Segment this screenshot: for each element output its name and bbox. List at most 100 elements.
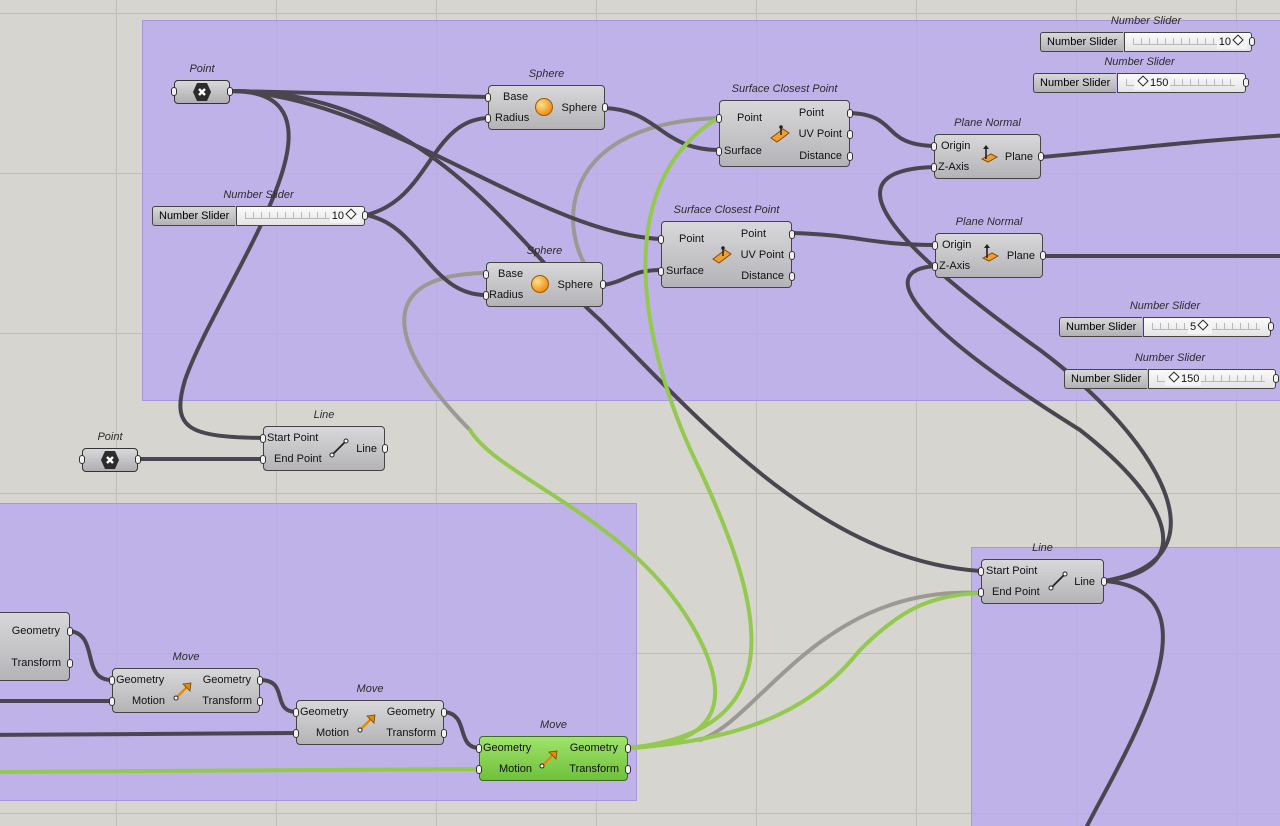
output-grip[interactable] bbox=[789, 230, 795, 239]
output-grip[interactable] bbox=[257, 697, 263, 706]
surface-closest-point-component-1[interactable]: Surface Closest Point Point Surface Poin… bbox=[716, 83, 853, 167]
output-grip[interactable] bbox=[1038, 152, 1044, 161]
input-start-point[interactable]: Start Point bbox=[267, 432, 319, 444]
slider-value[interactable]: 150 bbox=[1165, 371, 1202, 386]
input-z-axis[interactable]: Z-Axis bbox=[938, 161, 970, 173]
plane-normal-component-1[interactable]: Plane Normal Origin Z-Axis Plane bbox=[931, 117, 1044, 179]
input-grip[interactable] bbox=[171, 87, 177, 96]
input-motion[interactable]: Motion bbox=[132, 695, 166, 707]
input-grip[interactable] bbox=[476, 744, 482, 753]
input-motion[interactable]: Motion bbox=[499, 763, 533, 775]
output-grip[interactable] bbox=[227, 87, 233, 96]
group-bottom-right[interactable] bbox=[971, 547, 1280, 826]
slider-value[interactable]: 150 bbox=[1134, 75, 1171, 90]
number-slider-5[interactable]: Number Slider Number Slider 150 bbox=[1064, 352, 1279, 389]
input-surface[interactable]: Surface bbox=[724, 145, 762, 157]
input-grip[interactable] bbox=[483, 291, 489, 300]
slider-track[interactable]: 10 bbox=[1124, 32, 1252, 52]
slider-track[interactable]: 10 bbox=[236, 206, 365, 226]
input-point[interactable]: Point bbox=[679, 233, 705, 245]
move-component-1[interactable]: Move Geometry Motion Geometry Transform bbox=[109, 651, 263, 713]
input-grip[interactable] bbox=[716, 147, 722, 156]
number-slider-3[interactable]: Number Slider Number Slider 150 bbox=[1033, 56, 1249, 93]
input-grip[interactable] bbox=[79, 455, 85, 464]
input-grip[interactable] bbox=[978, 588, 984, 597]
input-point[interactable]: Point bbox=[737, 112, 763, 124]
input-grip[interactable] bbox=[658, 235, 664, 244]
input-grip[interactable] bbox=[931, 142, 937, 151]
output-geometry[interactable]: Geometry bbox=[386, 706, 435, 718]
output-grip[interactable] bbox=[602, 103, 608, 112]
output-grip[interactable] bbox=[789, 251, 795, 260]
input-geometry[interactable]: Geometry bbox=[300, 706, 349, 718]
input-grip[interactable] bbox=[260, 434, 266, 443]
output-grip[interactable] bbox=[1273, 374, 1279, 383]
output-transform[interactable]: Transform bbox=[386, 727, 436, 739]
input-z-axis[interactable]: Z-Axis bbox=[939, 260, 971, 272]
line-component-2[interactable]: Line Start Point End Point Line bbox=[978, 542, 1107, 604]
input-grip[interactable] bbox=[716, 114, 722, 123]
output-grip[interactable] bbox=[600, 280, 606, 289]
output-grip[interactable] bbox=[847, 152, 853, 161]
number-slider-1[interactable]: Number Slider Number Slider 10 bbox=[152, 189, 368, 226]
output-grip[interactable] bbox=[1243, 78, 1249, 87]
output-distance[interactable]: Distance bbox=[799, 150, 842, 162]
sphere-component-2[interactable]: Sphere Base Radius Sphere bbox=[483, 245, 606, 307]
output-grip[interactable] bbox=[625, 744, 631, 753]
output-transform[interactable]: Transform bbox=[11, 657, 61, 669]
input-start-point[interactable]: Start Point bbox=[986, 565, 1038, 577]
output-uv-point[interactable]: UV Point bbox=[740, 249, 784, 261]
point-component-2[interactable]: Point bbox=[79, 431, 141, 472]
slider-track[interactable]: 150 bbox=[1148, 369, 1276, 389]
sphere-component-1[interactable]: Sphere Base Radius Sphere bbox=[485, 68, 608, 130]
input-end-point[interactable]: End Point bbox=[274, 453, 322, 465]
input-grip[interactable] bbox=[485, 93, 491, 102]
output-geometry[interactable]: Geometry bbox=[569, 742, 618, 754]
line-component-1[interactable]: Line Start Point End Point Line bbox=[260, 409, 388, 471]
output-transform[interactable]: Transform bbox=[202, 695, 252, 707]
output-sphere[interactable]: Sphere bbox=[561, 102, 597, 114]
input-origin[interactable]: Origin bbox=[942, 239, 972, 251]
slider-knob-icon[interactable] bbox=[1232, 34, 1244, 46]
input-end-point[interactable]: End Point bbox=[992, 586, 1040, 598]
output-uv-point[interactable]: UV Point bbox=[798, 128, 842, 140]
output-grip[interactable] bbox=[362, 211, 368, 220]
output-grip[interactable] bbox=[441, 708, 447, 717]
input-surface[interactable]: Surface bbox=[666, 265, 704, 277]
input-geometry[interactable]: Geometry bbox=[116, 674, 165, 686]
input-base[interactable]: Base bbox=[503, 91, 529, 103]
point-component-1[interactable]: Point bbox=[171, 63, 233, 104]
output-geometry[interactable]: Geometry bbox=[11, 625, 60, 637]
output-grip[interactable] bbox=[789, 272, 795, 281]
number-slider-4[interactable]: Number Slider Number Slider 5 bbox=[1059, 300, 1274, 337]
input-grip[interactable] bbox=[109, 676, 115, 685]
output-line[interactable]: Line bbox=[1074, 576, 1095, 588]
output-grip[interactable] bbox=[625, 765, 631, 774]
slider-knob-icon[interactable] bbox=[1137, 75, 1149, 87]
output-geometry[interactable]: Geometry bbox=[202, 674, 251, 686]
plane-normal-component-2[interactable]: Plane Normal Origin Z-Axis Plane bbox=[932, 216, 1046, 278]
input-grip[interactable] bbox=[931, 163, 937, 172]
output-grip[interactable] bbox=[67, 627, 73, 636]
rotate-component[interactable]: te Geometry Transform bbox=[0, 612, 73, 681]
output-grip[interactable] bbox=[1040, 251, 1046, 260]
output-grip[interactable] bbox=[257, 676, 263, 685]
input-radius[interactable]: Radius bbox=[495, 112, 530, 124]
output-line[interactable]: Line bbox=[356, 443, 377, 455]
output-grip[interactable] bbox=[1268, 322, 1274, 331]
output-grip[interactable] bbox=[847, 130, 853, 139]
number-slider-2[interactable]: Number Slider Number Slider 10 bbox=[1040, 15, 1255, 52]
input-origin[interactable]: Origin bbox=[941, 140, 971, 152]
move-component-3-selected[interactable]: Move Geometry Motion Geometry Transform bbox=[476, 719, 631, 781]
output-plane[interactable]: Plane bbox=[1004, 151, 1033, 163]
slider-value[interactable]: 5 bbox=[1188, 319, 1213, 334]
surface-closest-point-component-2[interactable]: Surface Closest Point Point Surface Poin… bbox=[658, 204, 795, 288]
move-component-2[interactable]: Move Geometry Motion Geometry Transform bbox=[293, 683, 447, 745]
input-grip[interactable] bbox=[658, 267, 664, 276]
input-grip[interactable] bbox=[293, 729, 299, 738]
input-geometry[interactable]: Geometry bbox=[483, 742, 532, 754]
input-grip[interactable] bbox=[485, 114, 491, 123]
input-grip[interactable] bbox=[293, 708, 299, 717]
slider-knob-icon[interactable] bbox=[1197, 319, 1209, 331]
output-plane[interactable]: Plane bbox=[1006, 250, 1035, 262]
